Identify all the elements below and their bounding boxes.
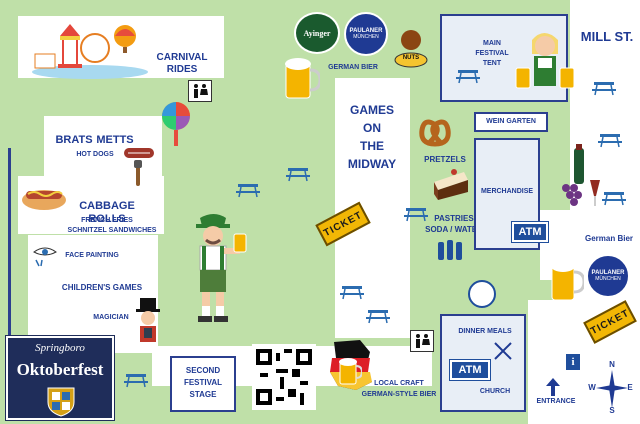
- muenchen-label-right: MÜNCHEN: [595, 276, 621, 282]
- picnic-table-icon: [592, 80, 616, 96]
- beer-maid-illustration: [514, 24, 576, 96]
- local-craft-line2: GERMAN-STYLE BIER: [361, 391, 437, 398]
- ayinger-label: Ayinger: [303, 28, 331, 38]
- picnic-table-icon: [366, 308, 390, 324]
- soda-bottles-icon: [436, 236, 464, 262]
- local-craft-stein-icon: [338, 356, 364, 386]
- entrance-label: ENTRANCE: [536, 398, 576, 405]
- magician-label: MAGICIAN: [93, 314, 129, 321]
- brats-label: BRATS: [55, 134, 93, 146]
- beer-stein-right-icon: [550, 258, 586, 302]
- second-stage-line3: STAGE: [189, 390, 217, 399]
- games-line3: THE: [360, 139, 384, 153]
- picnic-table-icon: [598, 132, 622, 148]
- dinner-meals-label: DINNER MEALS: [458, 328, 512, 335]
- games-line1: GAMES: [349, 103, 394, 117]
- mill-st-label: MILL ST.: [580, 29, 634, 44]
- ayinger-logo: Ayinger: [294, 12, 340, 54]
- childrens-games-label: CHILDREN'S GAMES: [61, 283, 143, 292]
- compass-w: W: [588, 383, 596, 392]
- info-icon[interactable]: i: [566, 354, 580, 370]
- wine-grapes-icon: [558, 144, 604, 214]
- muenchen-label-top: MÜNCHEN: [353, 34, 379, 40]
- picnic-table-icon: [340, 284, 364, 300]
- picnic-table-icon: [124, 372, 148, 388]
- french-fries-label: FRENCH FRIES: [81, 217, 133, 224]
- paulaner-logo-right: PAULANER MÜNCHEN: [586, 254, 630, 298]
- logo-crest-icon: [47, 387, 75, 417]
- path-left-border: [8, 148, 11, 348]
- picnic-table-icon: [602, 190, 626, 206]
- games-line4: MIDWAY: [347, 157, 397, 171]
- carnival-rides-label: CARNIVAL RIDES: [156, 52, 208, 75]
- cabbage-rolls-label: CABBAGE ROLLS: [79, 200, 135, 225]
- restroom-icon-right: [410, 330, 434, 352]
- nuts-label: NUTS: [402, 55, 420, 61]
- path-entrance-walk: [528, 300, 570, 424]
- beer-stein-top-icon: [284, 56, 322, 100]
- main-tent-line3: TENT: [482, 60, 502, 67]
- logo-line1: Springboro: [35, 342, 85, 354]
- schnitzel-label: SCHNITZEL SANDWICHES: [67, 227, 157, 234]
- cake-icon: [430, 166, 470, 202]
- logo-line2: Oktoberfest: [16, 360, 104, 379]
- lederhosen-man-illustration: [180, 210, 256, 334]
- pretzel-icon: [416, 114, 454, 150]
- restroom-icon-left: [188, 80, 212, 102]
- entrance-arrow-icon[interactable]: [546, 378, 560, 396]
- picnic-table-icon: [404, 206, 428, 222]
- pretzels-label: PRETZELS: [424, 155, 466, 164]
- compass-n: N: [609, 360, 615, 369]
- paulaner-label-right: PAULANER: [591, 270, 625, 276]
- second-stage-line1: SECOND: [185, 366, 221, 375]
- merchandise-label: MERCHANDISE: [480, 188, 534, 195]
- german-bier-top-label: GERMAN BIER: [328, 64, 378, 71]
- picnic-table-icon: [236, 182, 260, 198]
- pastries-line1: PASTRIES: [434, 214, 474, 223]
- hot-dogs-label: HOT DOGS: [76, 151, 114, 158]
- sausage-icon: [122, 140, 158, 190]
- face-painting-icon: [30, 238, 60, 268]
- main-tent-line2: FESTIVAL: [475, 50, 509, 57]
- face-painting-label: FACE PAINTING: [65, 252, 119, 259]
- carnival-rides-illustration: [30, 14, 148, 80]
- qr-code[interactable]: [252, 344, 316, 410]
- wein-garten[interactable]: WEIN GARTEN: [474, 112, 548, 132]
- second-stage[interactable]: SECOND FESTIVAL STAGE: [170, 356, 236, 412]
- local-craft-line1: LOCAL CRAFT: [374, 380, 424, 387]
- main-tent-line1: MAIN: [483, 40, 501, 47]
- church-label: CHURCH: [479, 388, 511, 395]
- fork-knife-icon: [492, 340, 514, 362]
- metts-label: METTS: [96, 134, 134, 146]
- paulaner-logo-top: PAULANER MÜNCHEN: [344, 12, 388, 56]
- second-stage-line2: FESTIVAL: [183, 378, 223, 387]
- atm-dinner[interactable]: ATM: [449, 359, 491, 381]
- pastries-line2: SODA / WATER: [425, 225, 483, 234]
- atm-merch[interactable]: ATM: [511, 221, 549, 243]
- picnic-table-icon: [286, 166, 310, 182]
- wein-garten-label: WEIN GARTEN: [486, 118, 536, 125]
- hot-dog-icon: [20, 180, 68, 214]
- compass-icon: N S W E: [588, 360, 633, 415]
- nuts-logo: NUTS: [394, 24, 428, 68]
- paulaner-label-top: PAULANER: [349, 28, 383, 34]
- compass-e: E: [627, 383, 633, 392]
- magician-icon: [134, 296, 162, 346]
- games-line2: ON: [363, 121, 381, 135]
- prize-wheel-icon: [160, 100, 192, 148]
- german-bier-right-label: German Bier: [584, 234, 634, 243]
- picnic-table-icon: [456, 68, 480, 84]
- church-badge-icon: [468, 280, 496, 308]
- springboro-oktoberfest-logo: Springboro Oktoberfest: [5, 335, 115, 421]
- compass-s: S: [609, 406, 615, 415]
